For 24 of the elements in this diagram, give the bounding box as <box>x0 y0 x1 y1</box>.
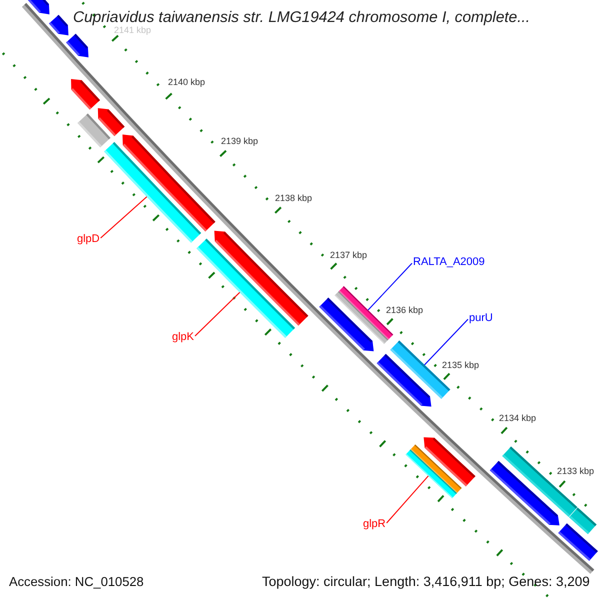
leader-line <box>100 196 148 238</box>
tick-label: 2137 kbp <box>330 250 368 260</box>
tick-label: 2139 kbp <box>221 136 258 146</box>
gene-feature <box>104 142 202 243</box>
accession-label: Accession: NC_010528 <box>9 574 144 590</box>
leader-line <box>368 262 412 311</box>
gene-label: glpK <box>172 331 194 344</box>
tick-label: 2138 kbp <box>275 192 312 204</box>
gene-feature <box>196 238 296 338</box>
leader-line <box>386 475 429 524</box>
map-title: Cupriavidus taiwanensis str. LMG19424 chromosome I, complete... <box>73 10 530 26</box>
tick-label: 2133 kbp <box>557 466 594 476</box>
gene-label: purU <box>469 312 493 326</box>
gene-label: glpR <box>363 518 386 532</box>
gene-label: RALTA_A2009 <box>413 256 485 270</box>
genome-summary-label: Topology: circular; Length: 3,416,911 bp; Genes: 3,209 <box>262 574 590 590</box>
tick-label: 2141 kbp <box>114 25 152 36</box>
tick-label: 2136 kbp <box>386 304 424 316</box>
gene-feature <box>406 450 457 498</box>
tick-label: 2135 kbp <box>442 360 480 370</box>
tick-label: 2134 kbp <box>499 412 536 424</box>
leader-line <box>194 292 240 336</box>
tick-label: 2140 kbp <box>168 77 206 88</box>
gene-label: glpD <box>77 233 100 246</box>
